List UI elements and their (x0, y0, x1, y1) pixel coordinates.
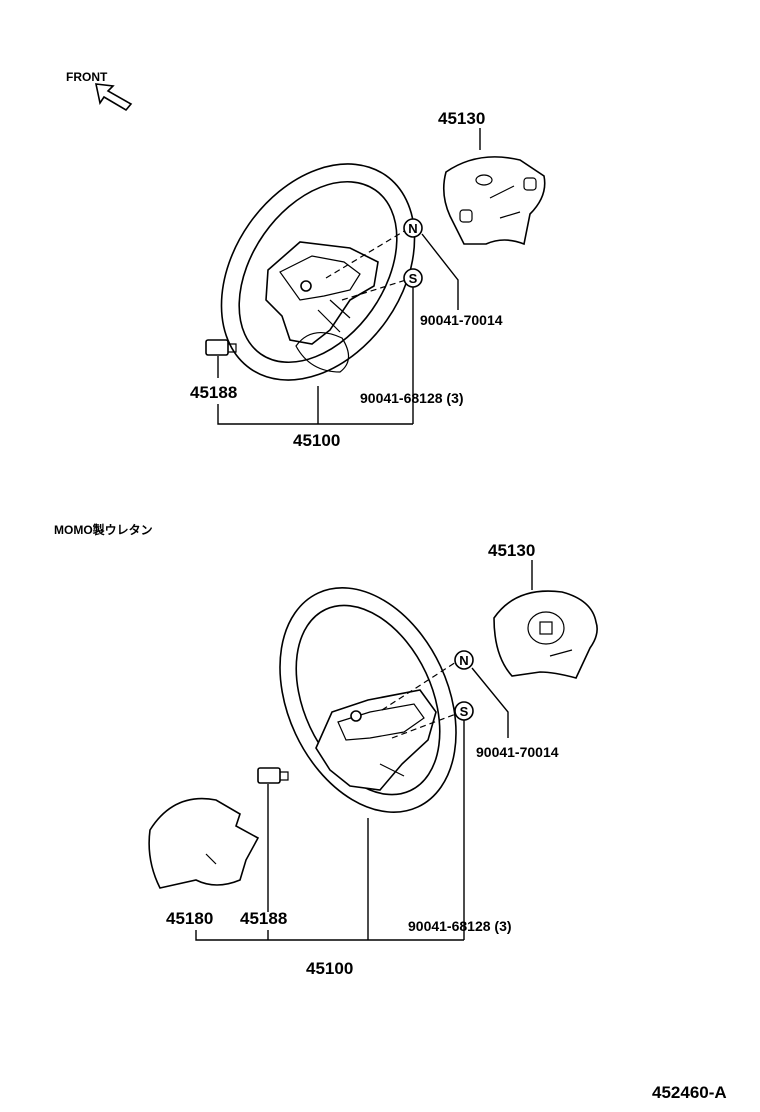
lower-label-45188: 45188 (240, 909, 287, 928)
doc-code: 452460-A (652, 1083, 727, 1102)
upper-assembly: N S 45130 90041-70014 90041-68128 (3) 45… (190, 109, 546, 450)
upper-label-45130: 45130 (438, 109, 485, 128)
upper-horn-pad (442, 156, 546, 246)
upper-nut-marker: N (403, 218, 423, 238)
variant-note: MOMO製ウレタン (54, 522, 153, 537)
upper-steering-wheel (220, 163, 416, 381)
lower-label-nut-part: 90041-70014 (476, 744, 559, 760)
svg-text:N: N (408, 221, 417, 236)
lower-cover-part (148, 797, 260, 889)
front-arrow-icon (94, 83, 133, 112)
lower-nut-marker: N (454, 650, 474, 670)
upper-label-45188: 45188 (190, 383, 237, 402)
lower-label-45130: 45130 (488, 541, 535, 560)
lower-label-screw-part: 90041-68128 (3) (408, 918, 512, 934)
lower-switch-part (257, 767, 289, 784)
front-label: FRONT (66, 70, 108, 84)
lower-label-45180: 45180 (166, 909, 213, 928)
svg-text:N: N (459, 653, 468, 668)
upper-screw-marker: S (403, 268, 423, 288)
svg-text:S: S (460, 704, 469, 719)
lower-label-45100: 45100 (306, 959, 353, 978)
lower-horn-pad (493, 590, 598, 679)
upper-label-screw-part: 90041-68128 (3) (360, 390, 464, 406)
lower-screw-marker: S (454, 701, 474, 721)
upper-switch-part (205, 339, 237, 356)
lower-assembly: N S 45130 90041-70014 90041-68128 (3) 45… (148, 541, 598, 978)
upper-label-nut-part: 90041-70014 (420, 312, 503, 328)
svg-text:S: S (409, 271, 418, 286)
upper-label-45100: 45100 (293, 431, 340, 450)
lower-steering-wheel (279, 587, 457, 813)
